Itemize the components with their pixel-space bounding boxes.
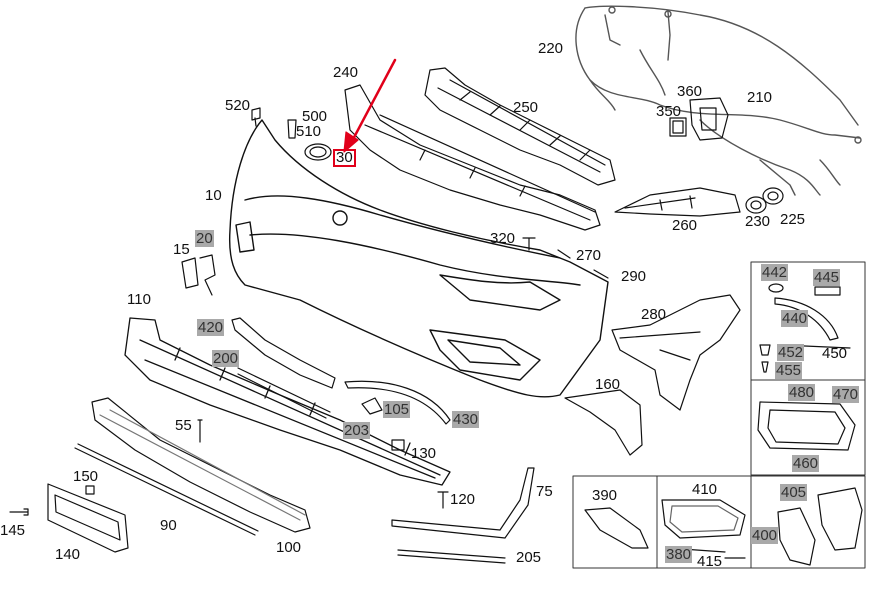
label-225[interactable]: 225 (780, 211, 806, 228)
screws-mid (522, 237, 609, 279)
label-105[interactable]: 105 (383, 401, 411, 418)
sensor-bracket-360 (689, 97, 729, 141)
label-350[interactable]: 350 (656, 103, 682, 120)
label-415[interactable]: 415 (697, 553, 723, 570)
label-130[interactable]: 130 (411, 445, 437, 462)
label-160[interactable]: 160 (595, 376, 621, 393)
label-290[interactable]: 290 (621, 268, 647, 285)
label-320[interactable]: 320 (490, 230, 516, 247)
label-510[interactable]: 510 (296, 123, 322, 140)
label-500[interactable]: 500 (302, 108, 328, 125)
impact-absorber-250 (424, 67, 616, 186)
bracket-15-20 (181, 254, 216, 296)
label-405[interactable]: 405 (780, 484, 808, 501)
label-55[interactable]: 55 (175, 417, 192, 434)
label-470[interactable]: 470 (832, 386, 860, 403)
sensor-350 (669, 117, 687, 137)
clip-130 (391, 439, 405, 451)
label-250[interactable]: 250 (513, 99, 539, 116)
label-15[interactable]: 15 (173, 241, 190, 258)
label-20[interactable]: 20 (195, 230, 214, 247)
wiring-harness (575, 5, 862, 196)
clip-150 (85, 485, 95, 495)
label-390[interactable]: 390 (592, 487, 618, 504)
label-380[interactable]: 380 (665, 546, 693, 563)
label-480[interactable]: 480 (788, 384, 816, 401)
label-110[interactable]: 110 (127, 291, 151, 308)
label-400[interactable]: 400 (751, 527, 779, 544)
bracket-105 (361, 397, 383, 415)
box-frame-480 (757, 401, 856, 451)
lower-carrier-110 (124, 317, 451, 486)
label-10[interactable]: 10 (205, 187, 222, 204)
label-445[interactable]: 445 (813, 269, 841, 286)
screw-120 (437, 491, 449, 509)
label-452[interactable]: 452 (777, 344, 805, 361)
plate-holder-140 (47, 483, 129, 553)
label-140[interactable]: 140 (55, 546, 81, 563)
label-240[interactable]: 240 (333, 64, 359, 81)
detail-boxes (572, 261, 866, 569)
label-450[interactable]: 450 (822, 345, 848, 362)
box-insert-410 (661, 499, 746, 559)
label-205[interactable]: 205 (516, 549, 542, 566)
label-150[interactable]: 150 (73, 468, 99, 485)
box-cover-400 (777, 487, 863, 566)
label-220[interactable]: 220 (538, 40, 564, 57)
label-455[interactable]: 455 (775, 362, 803, 379)
crossmember-240 (344, 84, 601, 231)
label-75[interactable]: 75 (536, 483, 553, 500)
label-440[interactable]: 440 (781, 310, 809, 327)
label-210[interactable]: 210 (747, 89, 773, 106)
side-bracket-160 (564, 389, 643, 456)
fasteners-top (251, 107, 297, 139)
label-100[interactable]: 100 (276, 539, 302, 556)
label-442[interactable]: 442 (761, 264, 789, 281)
label-30-selected[interactable]: 30 (333, 149, 356, 167)
label-145[interactable]: 145 (0, 522, 26, 539)
screw-55 (197, 419, 203, 443)
label-200[interactable]: 200 (212, 350, 240, 367)
grille-strip-420 (231, 317, 336, 389)
chrome-strip-430 (344, 380, 451, 425)
bolt-145 (9, 508, 29, 516)
label-410[interactable]: 410 (692, 481, 718, 498)
label-260[interactable]: 260 (672, 217, 698, 234)
box-insert-390 (584, 507, 649, 549)
label-520[interactable]: 520 (225, 97, 251, 114)
label-280[interactable]: 280 (641, 306, 667, 323)
side-bracket-280 (611, 294, 741, 411)
emblem-500 (304, 143, 332, 161)
label-270[interactable]: 270 (576, 247, 602, 264)
label-120[interactable]: 120 (450, 491, 476, 508)
label-360[interactable]: 360 (677, 83, 703, 100)
bracket-260 (614, 187, 741, 217)
trim-strip-205 (397, 549, 506, 564)
bumper-cover-10 (228, 119, 609, 398)
label-203[interactable]: 203 (343, 422, 371, 439)
label-90[interactable]: 90 (160, 517, 177, 534)
grille-mesh-100 (91, 397, 311, 533)
label-430[interactable]: 430 (452, 411, 480, 428)
pointer-arrow (343, 58, 397, 153)
trim-strip-75 (391, 467, 535, 539)
label-460[interactable]: 460 (792, 455, 820, 472)
parking-sensors (745, 187, 784, 214)
trim-strip-90 (74, 443, 259, 536)
label-230[interactable]: 230 (745, 213, 771, 230)
label-420[interactable]: 420 (197, 319, 225, 336)
